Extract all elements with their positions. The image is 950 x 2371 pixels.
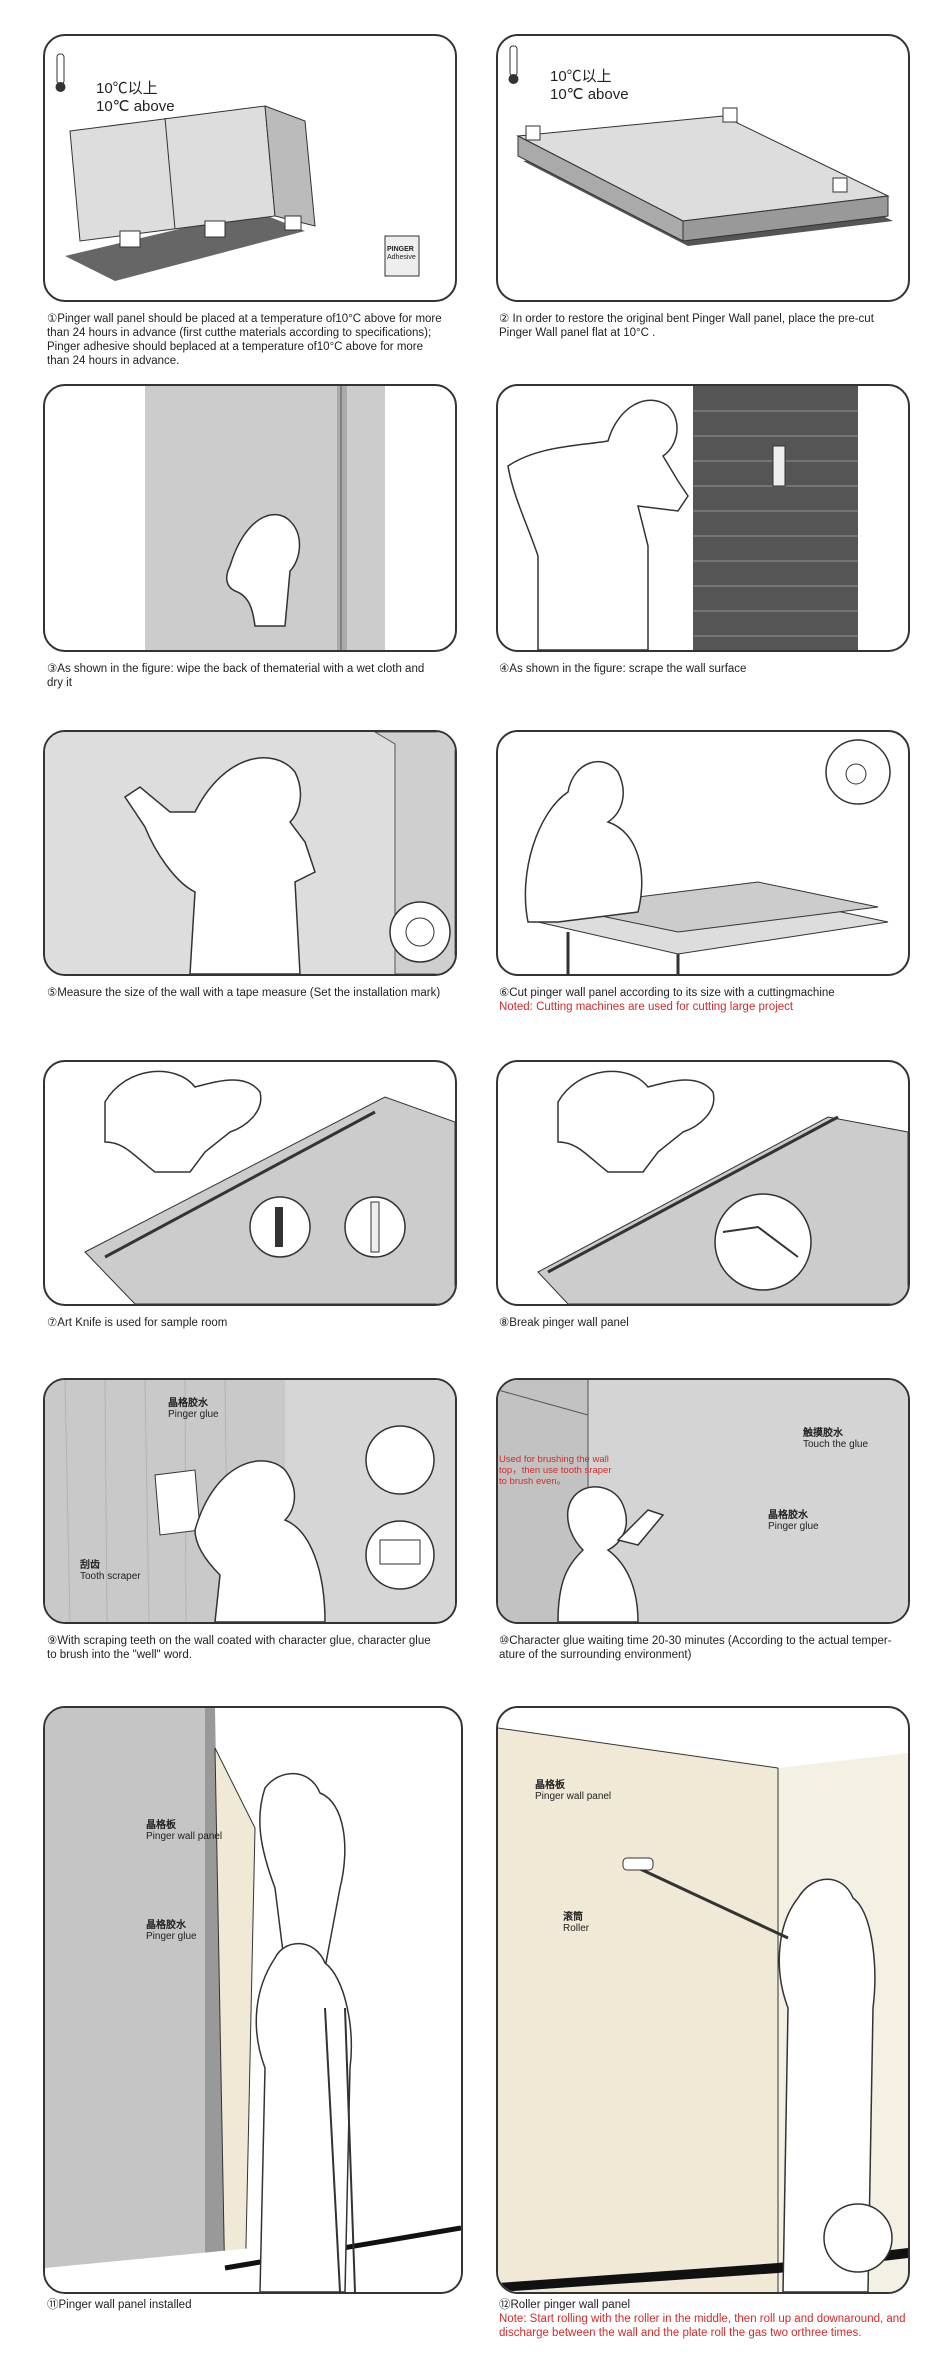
pinger-wall-panel-label-1: 晶格板 Pinger wall panel	[146, 1820, 223, 1842]
step-9-illustration	[43, 1378, 457, 1624]
step-12-caption: ⑫Roller pinger wall panel Note: Start ro…	[499, 2299, 906, 2339]
measuring-wall	[45, 732, 455, 974]
step-7-illustration	[43, 1060, 457, 1306]
temperature-cn: 10℃以上	[96, 80, 158, 97]
rolling-panel	[498, 1727, 908, 2292]
pinger-glue-label-1: 晶格胶水 Pinger glue	[168, 1398, 219, 1420]
roller-label: 滚筒 Roller	[563, 1912, 590, 1934]
step-7-caption: ⑦Art Knife is used for sample room	[47, 1317, 228, 1329]
touching-glue	[498, 1380, 908, 1622]
installing-panel	[45, 1708, 461, 2292]
scraping-wall	[507, 386, 858, 650]
step-5-illustration	[43, 730, 457, 976]
temperature-label-1: 10℃以上 10℃ above	[96, 80, 175, 116]
step-11-caption: ⑪Pinger wall panel installed	[47, 2299, 192, 2311]
tooth-scraper-label: 刮齿 Tooth scraper	[80, 1560, 141, 1582]
step-10-illustration	[496, 1378, 910, 1624]
step-1-caption: ①Pinger wall panel should be placed at a…	[47, 313, 442, 367]
wiping-panel-back	[145, 386, 385, 650]
step-10-caption: ⑩Character glue waiting time 20-30 minut…	[499, 1635, 892, 1661]
temperature-label-2: 10℃以上 10℃ above	[550, 68, 629, 104]
step-6-caption: ⑥Cut pinger wall panel according to its …	[499, 987, 835, 1013]
step-3-caption: ③As shown in the figure: wipe the back o…	[47, 663, 425, 689]
pinger-wall-panel-label-2: 晶格板 Pinger wall panel	[535, 1780, 612, 1802]
step-1-illustration	[43, 34, 457, 302]
temperature-en: 10℃ above	[96, 98, 175, 115]
applying-glue-with-scraper	[45, 1380, 455, 1622]
step-4-illustration	[496, 384, 910, 652]
step-12-illustration	[496, 1706, 910, 2294]
panels-stacked-on-pallet	[55, 53, 420, 281]
step-11-illustration	[43, 1706, 463, 2294]
temperature-cn: 10℃以上	[550, 68, 612, 85]
step-5-caption: ⑤Measure the size of the wall with a tap…	[47, 987, 441, 999]
step-9-caption: ⑨With scraping teeth on the wall coated …	[47, 1635, 431, 1661]
cutting-machine	[524, 739, 891, 974]
step-8-caption: ⑧Break pinger wall panel	[499, 1317, 629, 1329]
step-6-illustration	[496, 730, 910, 976]
pinger-glue-label-3: 晶格胶水 Pinger glue	[146, 1920, 197, 1942]
pinger-glue-label-2: 晶格胶水 Pinger glue	[768, 1510, 819, 1532]
breaking-panel	[537, 1070, 908, 1304]
art-knife-cutting	[84, 1070, 455, 1304]
touch-glue-label: 触摸胶水 Touch the glue	[803, 1428, 869, 1450]
step-2-caption: ② In order to restore the original bent …	[499, 313, 874, 339]
step-3-illustration	[43, 384, 457, 652]
brushing-note: Used for brushing the wall top，then use …	[499, 1454, 612, 1487]
panels-laid-flat	[508, 45, 893, 246]
step-2-illustration	[496, 34, 910, 302]
step-4-caption: ④As shown in the figure: scrape the wall…	[499, 663, 747, 675]
temperature-en: 10℃ above	[550, 86, 629, 103]
step-8-illustration	[496, 1060, 910, 1306]
adhesive-bucket-label: PINGER Adhesive	[387, 246, 416, 261]
